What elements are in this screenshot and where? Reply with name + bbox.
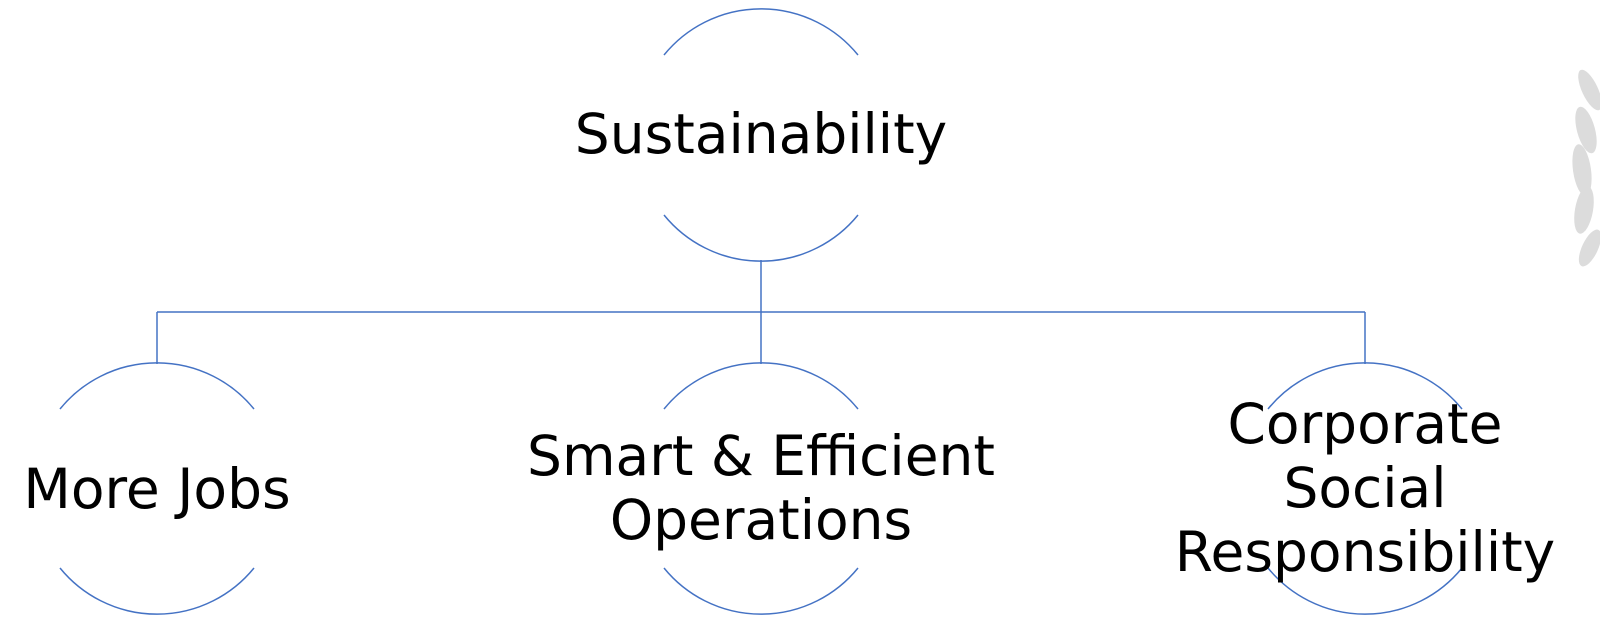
node-root-bottom-arc	[663, 214, 859, 262]
node-corporate-social-bottom-arc	[1267, 567, 1463, 615]
node-more-jobs-shape	[59, 362, 255, 615]
node-corporate-social-label: Corporate Social Responsibility	[1174, 392, 1556, 584]
node-root-shape	[663, 8, 859, 262]
connectors	[156, 260, 1366, 364]
node-more-jobs-bottom-arc	[59, 567, 255, 615]
node-root-label: Sustainability	[574, 102, 948, 166]
node-smart-efficient-label: Smart & Efficient Operations	[527, 424, 995, 552]
node-smart-efficient-bottom-arc	[663, 567, 859, 615]
node-corporate-social-top-arc	[1267, 362, 1463, 410]
node-smart-efficient-shape	[663, 362, 859, 615]
node-smart-efficient-top-arc	[663, 362, 859, 410]
node-corporate-social-shape	[1267, 362, 1463, 615]
laurel-branch-icon	[1560, 60, 1600, 270]
node-more-jobs-top-arc	[59, 362, 255, 410]
node-root-top-arc	[663, 8, 859, 56]
node-more-jobs-label: More Jobs	[23, 457, 291, 521]
